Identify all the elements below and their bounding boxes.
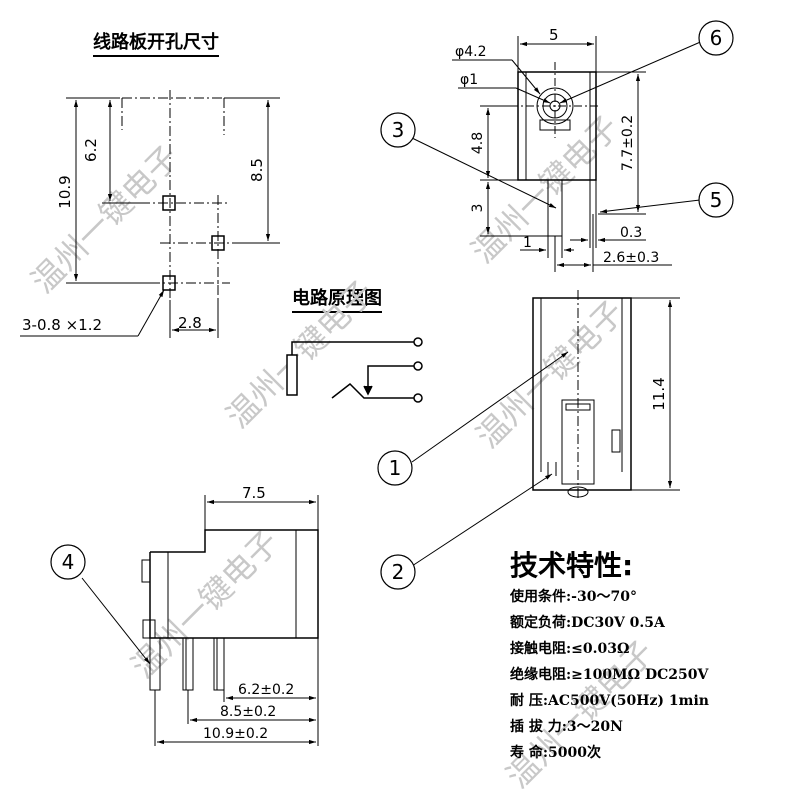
top-view (411, 36, 706, 272)
callout-label: 4 (62, 550, 75, 574)
dim-pcb-hole-spec: 3-0.8 ×1.2 (22, 316, 102, 334)
spec-value: ≥100MΩ DC250V (571, 667, 709, 683)
spec-row-withstand-voltage: 耐 压:AC500V(50Hz) 1min (510, 688, 795, 714)
specs-title: 技术特性: (510, 549, 634, 582)
callout-3: 3 (380, 112, 416, 148)
watermark: 温州一键电子 (24, 138, 187, 301)
dim-pcb-8-5: 8.5 (248, 158, 266, 182)
dim-front-11-4: 11.4 (650, 377, 668, 410)
dim-side-7-5: 7.5 (242, 484, 266, 502)
spec-label: 插 拔 力: (510, 719, 567, 735)
callout-label: 6 (710, 26, 723, 50)
pcb-cutout-title: 线路板开孔尺寸 (93, 28, 219, 57)
callout-1: 1 (377, 450, 413, 486)
dim-top-1: 1 (523, 235, 532, 251)
spec-value: ≤0.03Ω (571, 641, 630, 657)
spec-row-operating-conditions: 使用条件:-30～70° (510, 584, 795, 610)
dim-pcb-6-2: 6.2 (82, 138, 100, 162)
dim-top-phi-1: φ1 (460, 72, 478, 88)
circuit-diagram-title: 电路原理图 (292, 284, 382, 313)
watermark: 温州一键电子 (469, 293, 632, 456)
spec-value: DC30V 0.5A (571, 615, 665, 631)
pcb-hole (211, 235, 225, 251)
pcb-hole (162, 275, 176, 291)
dim-pcb-10-9: 10.9 (56, 175, 74, 208)
spec-value: -30～70° (571, 589, 637, 605)
spec-value: 3～20N (566, 719, 623, 735)
dim-top-3: 3 (470, 204, 486, 213)
callout-label: 1 (389, 456, 402, 480)
callout-label: 3 (392, 118, 405, 142)
circuit-diagram (286, 337, 423, 403)
dim-top-4-8: 4.8 (470, 132, 486, 154)
callout-2: 2 (380, 554, 416, 590)
dim-pcb-2-8: 2.8 (178, 314, 202, 332)
spec-row-rated-load: 额定负荷:DC30V 0.5A (510, 610, 795, 636)
dim-top-phi-4-2: φ4.2 (455, 44, 487, 60)
spec-label: 接触电阻: (510, 641, 572, 657)
spec-row-insertion-force: 插 拔 力:3～20N (510, 714, 795, 740)
spec-label: 使用条件: (510, 589, 572, 605)
side-view (81, 495, 319, 746)
watermark: 温州一键电子 (219, 273, 382, 436)
spec-label: 绝缘电阻: (510, 667, 572, 683)
callout-6: 6 (698, 20, 734, 56)
spec-label: 额定负荷: (510, 615, 572, 631)
spec-label: 耐 压: (510, 693, 549, 709)
spec-row-lifespan: 寿 命:5000次 (510, 740, 795, 766)
pcb-cutout-view (20, 90, 280, 338)
technical-specs: 技术特性: 使用条件:-30～70° 额定负荷:DC30V 0.5A 接触电阻:… (510, 548, 795, 766)
dim-side-8-5: 8.5±0.2 (220, 704, 276, 720)
dim-top-5: 5 (549, 26, 559, 44)
callout-4: 4 (50, 544, 86, 580)
dim-side-10-9: 10.9±0.2 (203, 726, 268, 742)
front-view (411, 290, 680, 567)
dim-side-6-2: 6.2±0.2 (238, 682, 294, 698)
dim-top-2-6: 2.6±0.3 (603, 250, 659, 266)
callout-5: 5 (698, 182, 734, 218)
spec-row-insulation-resistance: 绝缘电阻:≥100MΩ DC250V (510, 662, 795, 688)
spec-label: 寿 命: (510, 745, 549, 761)
dim-top-0-3: 0.3 (620, 225, 642, 241)
dim-top-7-7: 7.7±0.2 (620, 115, 636, 171)
callout-label: 2 (392, 560, 405, 584)
pcb-hole (162, 195, 176, 211)
callout-label: 5 (710, 188, 723, 212)
spec-value: AC500V(50Hz) 1min (548, 693, 709, 709)
spec-value: 5000次 (548, 745, 602, 761)
spec-row-contact-resistance: 接触电阻:≤0.03Ω (510, 636, 795, 662)
